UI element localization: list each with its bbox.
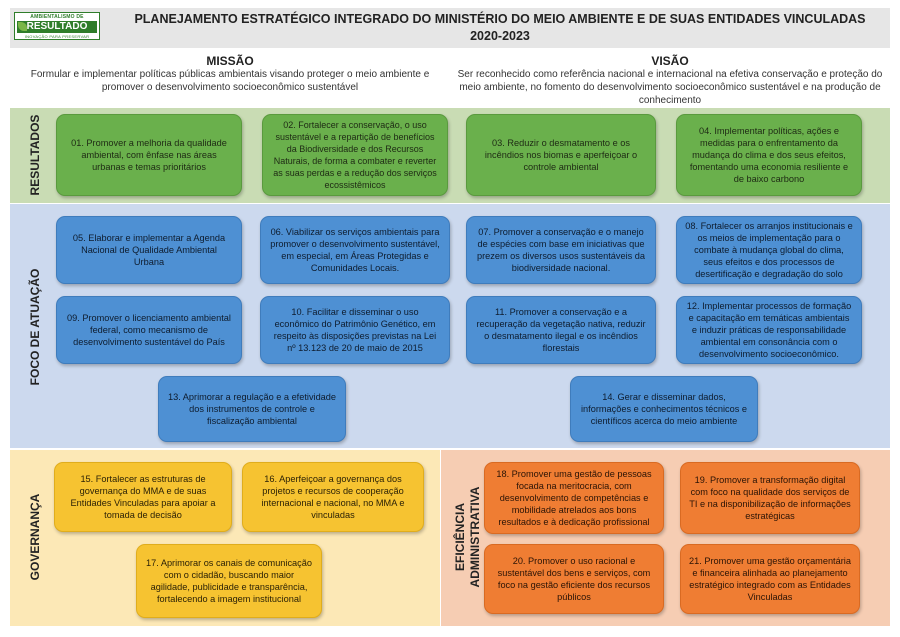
section-label-eficiencia-1: EFICIÊNCIA bbox=[453, 503, 467, 572]
page-title: PLANEJAMENTO ESTRATÉGICO INTEGRADO DO MI… bbox=[134, 12, 866, 26]
section-label-resultados: RESULTADOS bbox=[28, 114, 42, 196]
header-bar bbox=[10, 8, 890, 48]
section-label-foco: FOCO DE ATUAÇÃO bbox=[28, 268, 42, 386]
objective-08: 08. Fortalecer os arranjos institucionai… bbox=[676, 216, 862, 284]
logo-main-text: RESULTADO bbox=[17, 21, 97, 33]
objective-19: 19. Promover a transformação digital com… bbox=[680, 462, 860, 534]
objective-14: 14. Gerar e disseminar dados, informaçõe… bbox=[570, 376, 758, 442]
objective-20: 20. Promover o uso racional e sustentáve… bbox=[484, 544, 664, 614]
objective-17: 17. Aprimorar os canais de comunicação c… bbox=[136, 544, 322, 618]
objective-21: 21. Promover uma gestão orçamentária e f… bbox=[680, 544, 860, 614]
objective-07: 07. Promover a conservação e o manejo de… bbox=[466, 216, 656, 284]
logo: AMBIENTALISMO DE RESULTADO INOVAÇÃO PARA… bbox=[14, 12, 100, 40]
objective-16: 16. Aperfeiçoar a governança dos projeto… bbox=[242, 462, 424, 532]
objective-01: 01. Promover a melhoria da qualidade amb… bbox=[56, 114, 242, 196]
objective-10: 10. Facilitar e disseminar o uso econômi… bbox=[260, 296, 450, 364]
vision-heading: VISÃO bbox=[651, 54, 689, 68]
mission-heading: MISSÃO bbox=[206, 54, 254, 68]
objective-15: 15. Fortalecer as estruturas de governan… bbox=[54, 462, 232, 532]
objective-03: 03. Reduzir o desmatamento e os incêndio… bbox=[466, 114, 656, 196]
objective-18: 18. Promover uma gestão de pessoas focad… bbox=[484, 462, 664, 534]
section-label-eficiencia-2: ADMINISTRATIVA bbox=[468, 486, 482, 588]
leaf-icon bbox=[18, 22, 27, 31]
objective-11: 11. Promover a conservação e a recuperaç… bbox=[466, 296, 656, 364]
logo-bottom-text: INOVAÇÃO PARA PRESERVAR bbox=[24, 34, 90, 39]
mission-text: Formular e implementar políticas pública… bbox=[30, 69, 430, 93]
page-subtitle-years: 2020-2023 bbox=[470, 29, 530, 43]
objective-05: 05. Elaborar e implementar a Agenda Naci… bbox=[56, 216, 242, 284]
objective-02: 02. Fortalecer a conservação, o uso sust… bbox=[262, 114, 448, 196]
objective-13: 13. Aprimorar a regulação e a efetividad… bbox=[158, 376, 346, 442]
vision-text: Ser reconhecido como referência nacional… bbox=[457, 69, 883, 106]
objective-04: 04. Implementar políticas, ações e medid… bbox=[676, 114, 862, 196]
objective-06: 06. Viabilizar os serviços ambientais pa… bbox=[260, 216, 450, 284]
objective-09: 09. Promover o licenciamento ambiental f… bbox=[56, 296, 242, 364]
objective-12: 12. Implementar processos de formação e … bbox=[676, 296, 862, 364]
logo-top-text: AMBIENTALISMO DE bbox=[30, 14, 84, 20]
section-label-governanca: GOVERNANÇA bbox=[28, 493, 42, 581]
